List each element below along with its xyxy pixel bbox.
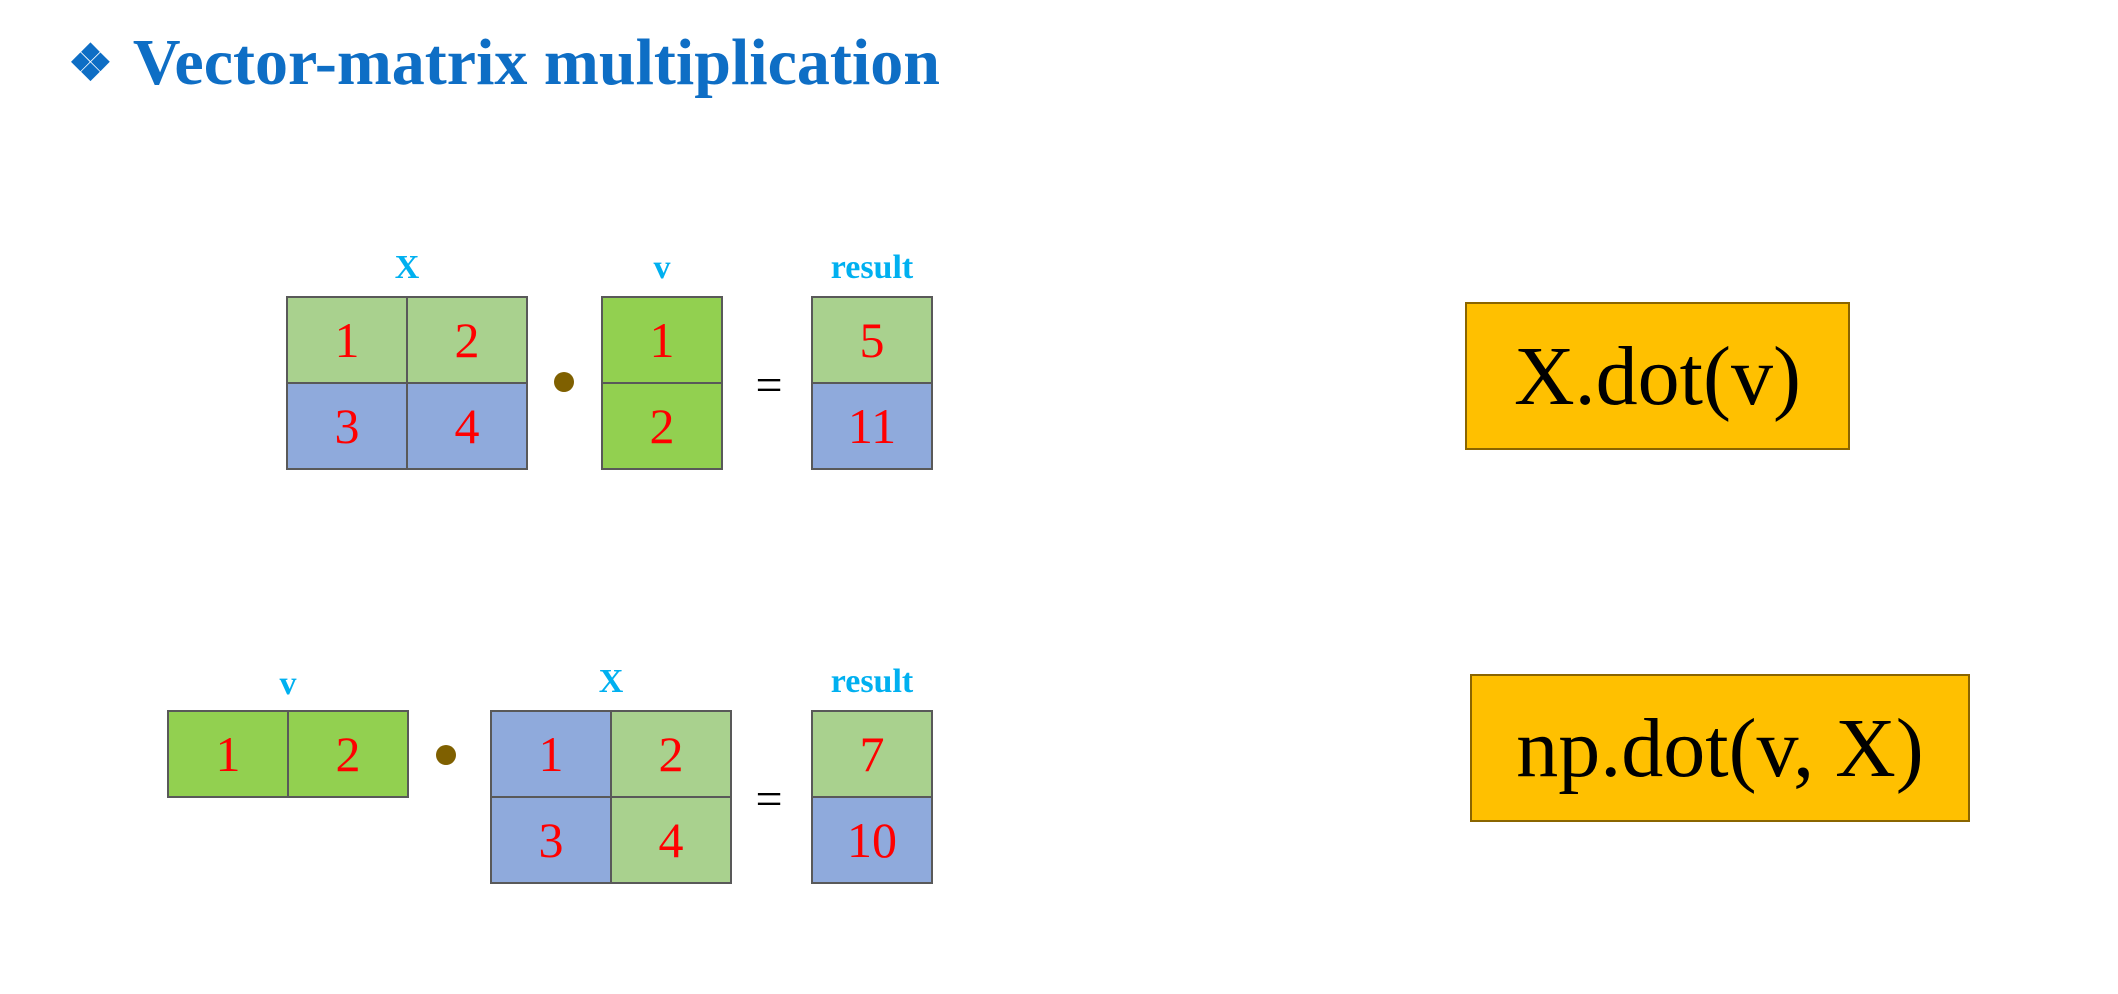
- diamond-bullet-icon: ❖: [68, 35, 113, 91]
- matrix-x-label: X: [394, 249, 420, 286]
- vector-v-cell: 2: [601, 382, 723, 470]
- result-label: result: [830, 249, 914, 286]
- vector-v-cell: 1: [601, 296, 723, 384]
- equals-sign: =: [755, 773, 783, 826]
- matrix-x-cell: 1: [286, 296, 408, 384]
- matrix-x-cell: 2: [406, 296, 528, 384]
- matrix-x-cell: 4: [406, 382, 528, 470]
- dot-product-operator: [554, 372, 574, 392]
- matrix-x-cell: 2: [610, 710, 732, 798]
- matrix-x-cell: 4: [610, 796, 732, 884]
- slide-title: ❖ Vector-matrix multiplication: [68, 18, 940, 108]
- code-box-np-dot: np.dot(v, X): [1470, 674, 1970, 822]
- slide-title-text: Vector-matrix multiplication: [132, 26, 940, 99]
- result-cell: 10: [811, 796, 933, 884]
- dot-product-operator: [436, 745, 456, 765]
- vector-v-cell: 2: [287, 710, 409, 798]
- vector-v-label: v: [279, 665, 297, 702]
- matrix-x-label: X: [598, 663, 624, 700]
- result-cell: 5: [811, 296, 933, 384]
- vector-v-label: v: [653, 249, 671, 286]
- result-cell: 7: [811, 710, 933, 798]
- result-label: result: [830, 663, 914, 700]
- matrix-x-cell: 3: [286, 382, 408, 470]
- matrix-x-cell: 1: [490, 710, 612, 798]
- result-cell: 11: [811, 382, 933, 470]
- vector-v-cell: 1: [167, 710, 289, 798]
- equals-sign: =: [755, 359, 783, 412]
- matrix-x-cell: 3: [490, 796, 612, 884]
- code-box-x-dot-v: X.dot(v): [1465, 302, 1850, 450]
